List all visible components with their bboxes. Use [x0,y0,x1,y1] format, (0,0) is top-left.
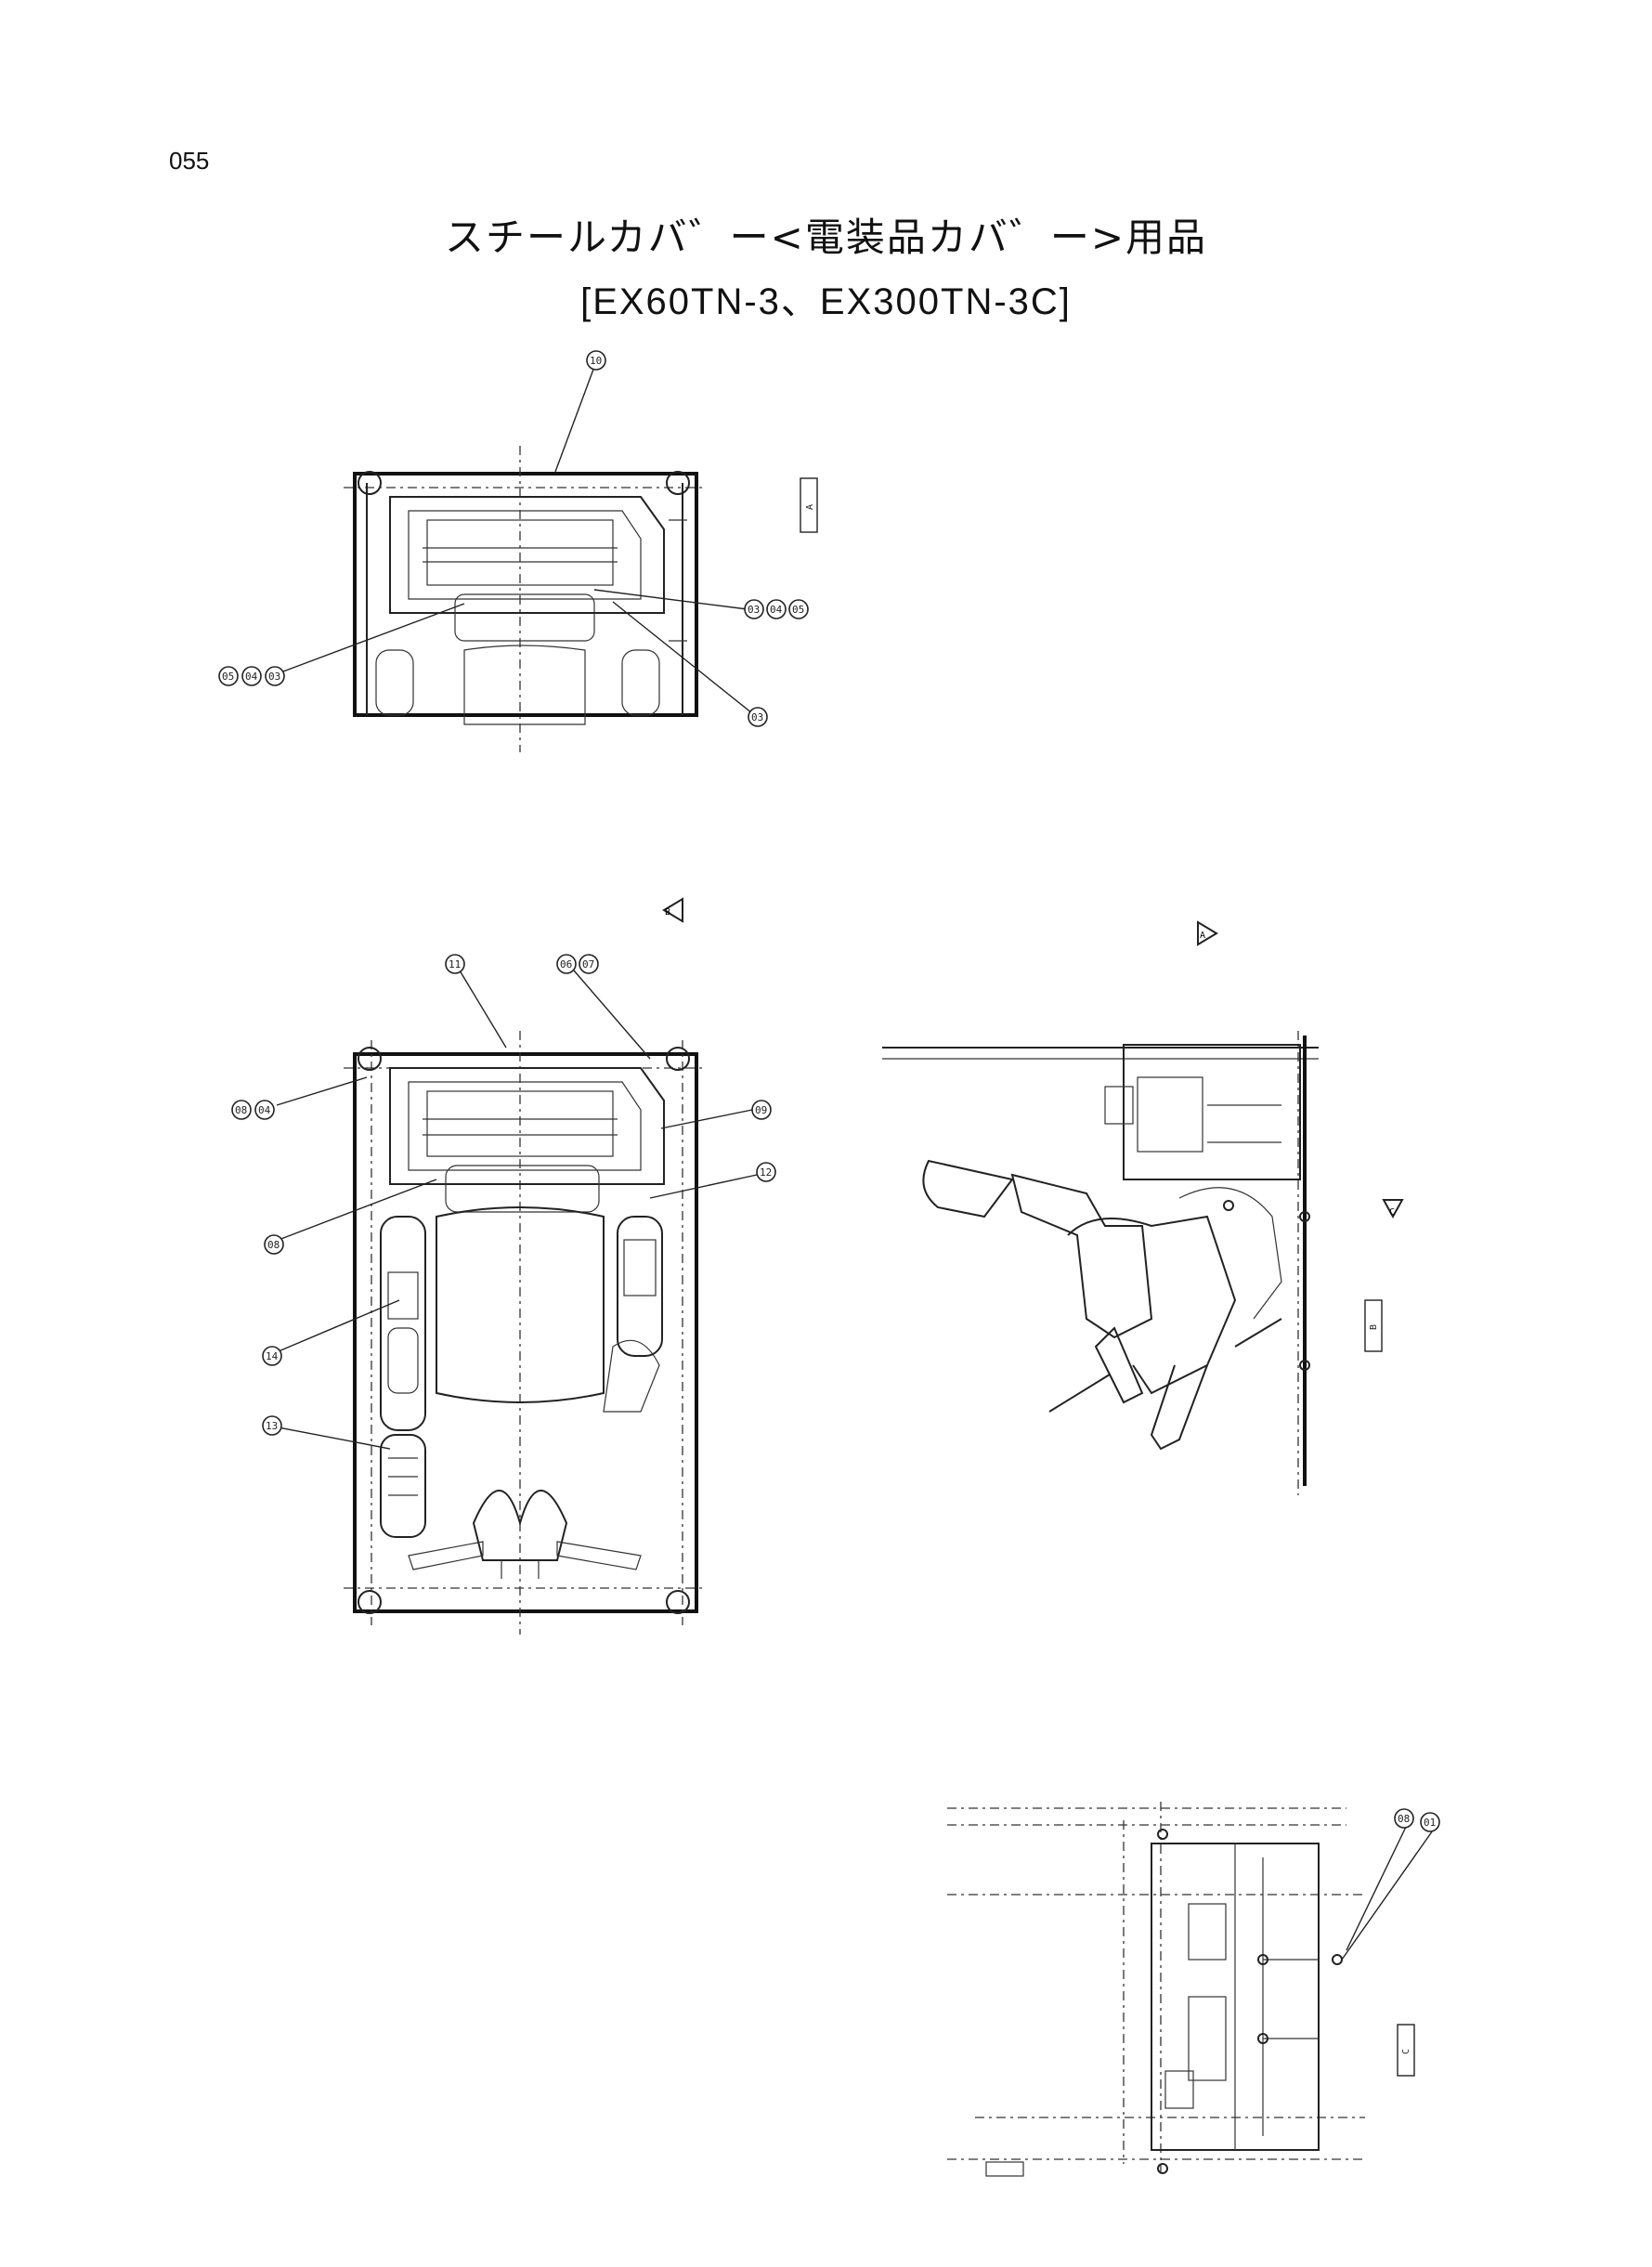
svg-text:08: 08 [267,1239,280,1251]
svg-text:11: 11 [449,958,461,971]
svg-text:03: 03 [748,604,760,616]
section-label-c: C [1397,2024,1415,2077]
callout-top-04a: 04 [766,599,787,619]
page-title: スチールカバ゛ー<電装品カバ゛ー>用品 [444,215,1208,260]
callout-cab-13: 13 [262,1415,282,1436]
callout-top-03c: 03 [748,707,768,727]
callout-cab-06: 06 [556,954,577,974]
svg-text:10: 10 [590,355,602,367]
section-label-a: A [800,477,818,533]
svg-text:04: 04 [245,671,258,683]
svg-text:A: A [1200,931,1205,941]
top-view-diagram [344,446,706,752]
callout-cab-08b: 08 [264,1234,284,1255]
svg-text:03: 03 [751,711,763,723]
svg-text:06: 06 [560,958,572,971]
svg-text:14: 14 [266,1350,279,1362]
page-number: 055 [169,147,210,175]
page-subtitle: [EX60TN-3、EX300TN-3C] [580,281,1072,322]
callout-cab-04: 04 [254,1100,275,1120]
side-view-diagram [882,1031,1319,1495]
view-arrow-b: B [662,897,683,923]
svg-text:A: A [805,504,815,510]
svg-text:04: 04 [258,1104,271,1116]
svg-text:05: 05 [222,671,234,683]
callout-top-05a: 05 [788,599,809,619]
callout-c-08: 08 [1394,1808,1414,1829]
svg-text:13: 13 [266,1420,278,1432]
view-arrow-a: A [1197,920,1218,946]
svg-text:C: C [1401,2049,1411,2054]
callout-top-10: 10 [586,350,606,371]
svg-text:07: 07 [582,958,594,971]
svg-text:C: C [1389,1207,1395,1218]
callout-c-01: 01 [1420,1812,1440,1832]
callout-cab-08a: 08 [231,1100,252,1120]
callout-cab-11: 11 [445,954,465,974]
callout-top-03a: 03 [744,599,764,619]
svg-text:B: B [665,907,670,918]
svg-text:12: 12 [760,1166,772,1179]
callout-cab-14: 14 [262,1346,282,1366]
callout-top-04b: 04 [241,666,262,686]
svg-text:03: 03 [268,671,280,683]
callout-top-05b: 05 [218,666,239,686]
section-label-b: B [1364,1299,1383,1352]
cab-plan-diagram [344,1031,706,1635]
svg-text:09: 09 [755,1104,767,1116]
callout-cab-07: 07 [579,954,599,974]
svg-text:08: 08 [1398,1813,1410,1825]
callout-cab-12: 12 [756,1162,776,1182]
callout-top-03b: 03 [265,666,285,686]
svg-text:08: 08 [235,1104,247,1116]
svg-text:B: B [1369,1324,1379,1330]
section-c-diagram [947,1802,1365,2177]
view-arrow-c: C [1382,1199,1404,1219]
svg-text:05: 05 [792,604,804,616]
svg-text:01: 01 [1424,1817,1436,1829]
svg-text:04: 04 [770,604,783,616]
callout-cab-09: 09 [751,1100,772,1120]
